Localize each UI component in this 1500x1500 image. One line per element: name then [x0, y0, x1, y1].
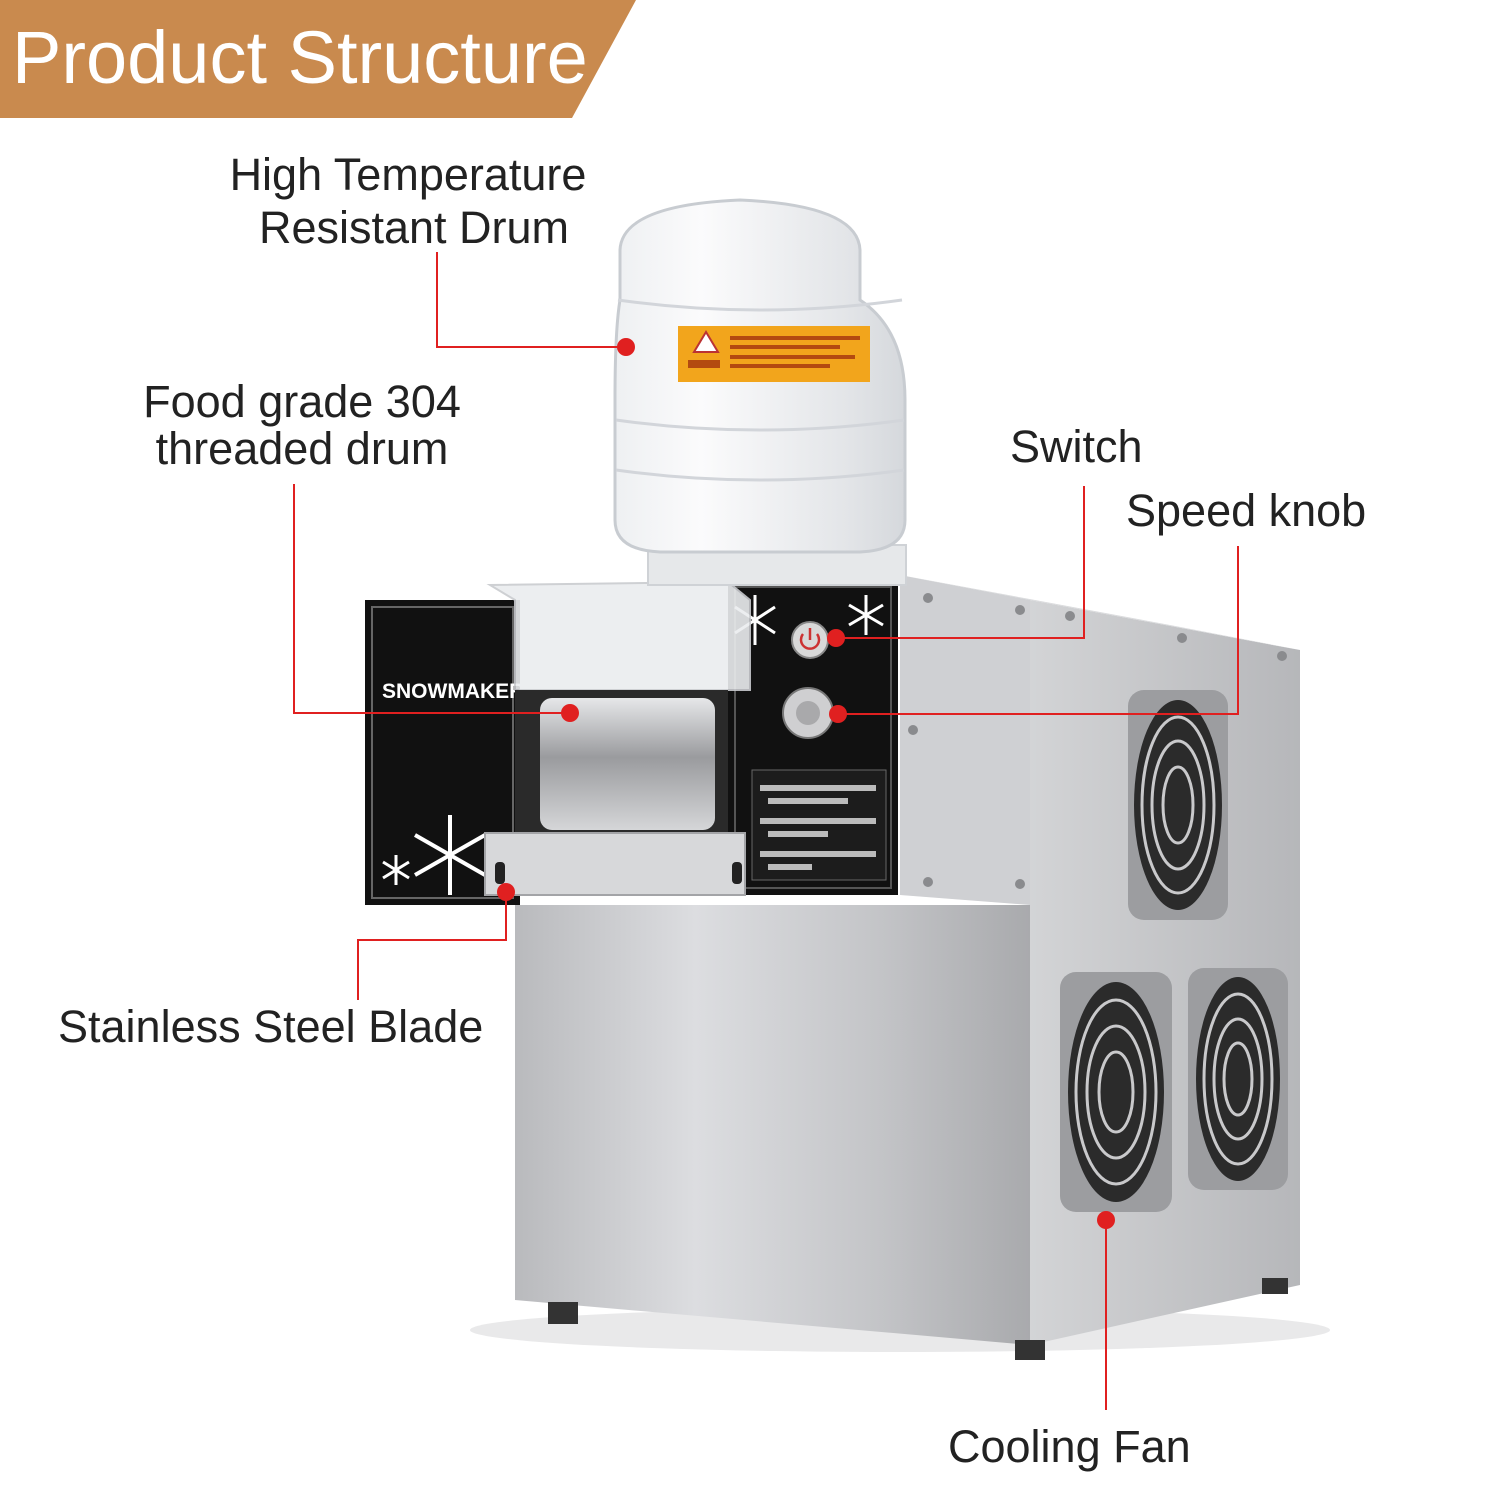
body-front: [515, 905, 1030, 1345]
threaded-drum: [540, 698, 715, 830]
foot-back-right: [1262, 1278, 1288, 1294]
warning-icon: [692, 330, 720, 353]
leader-threaded-drum: [293, 484, 570, 714]
warning-sticker: [678, 326, 870, 382]
callout-drum-line2: Resistant Drum: [258, 202, 570, 254]
header-banner: Product Structure: [0, 0, 640, 118]
callout-threaded-drum-line1: Food grade 304: [143, 376, 461, 427]
snowflake-small-icon: [382, 855, 410, 885]
callout-drum: High Temperature Resistant Drum: [216, 148, 600, 254]
cooling-fan-lower-right: [1188, 968, 1288, 1190]
blade-tray: [484, 832, 746, 896]
leader-switch: [836, 486, 1085, 639]
callout-threaded-drum-line2: threaded drum: [155, 423, 449, 475]
brand-text: SNOWMAKER: [382, 680, 524, 703]
head-side: [900, 575, 1030, 905]
leader-blade: [357, 892, 507, 1000]
leader-speed-knob: [838, 546, 1239, 715]
foot-front-right: [1015, 1340, 1045, 1360]
callout-threaded-drum: Food grade 304 threaded drum: [132, 378, 472, 473]
cooling-fan-upper: [1128, 690, 1228, 920]
banner-shape: [0, 0, 636, 118]
clear-hood: [486, 580, 751, 691]
body-top: [900, 575, 1300, 650]
foot-front-left: [548, 1302, 578, 1324]
callout-blade: Stainless Steel Blade: [58, 1001, 484, 1052]
leader-lines: [293, 252, 1239, 1410]
callout-speed-knob: Speed knob: [1126, 485, 1367, 536]
leader-drum: [436, 252, 626, 348]
page-title: Product Structure: [12, 16, 588, 99]
callout-drum-line1: High Temperature: [229, 149, 587, 200]
cooling-fan-lower-left: [1060, 972, 1172, 1212]
callout-switch: Switch: [1010, 421, 1143, 472]
leader-dots: [497, 338, 1115, 1229]
snowflake-icon: [414, 815, 486, 895]
callout-fan: Cooling Fan: [948, 1421, 1191, 1472]
